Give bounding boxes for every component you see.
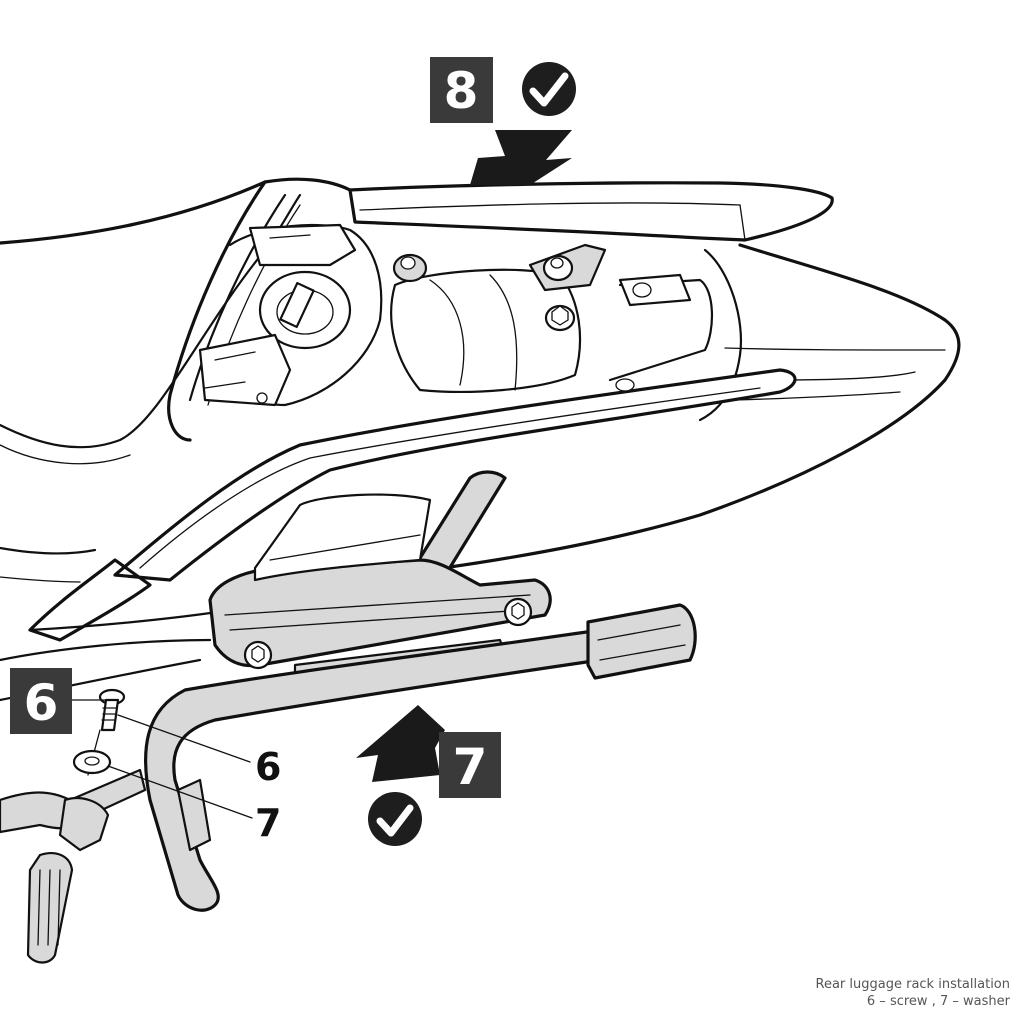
washer-part bbox=[72, 749, 112, 775]
diagram-caption: Rear luggage rack installation 6 – screw… bbox=[640, 976, 1011, 1010]
leader-line-washer bbox=[107, 765, 253, 819]
step-6-indicator: 6 bbox=[10, 668, 72, 734]
tail-cowl bbox=[348, 243, 961, 582]
check-icon bbox=[368, 792, 422, 846]
legend-screw-part: screw bbox=[889, 994, 928, 1009]
legend-washer-number: 7 bbox=[939, 994, 949, 1009]
bolt-center bbox=[544, 304, 576, 332]
leader-line-screw bbox=[117, 714, 251, 763]
legend-screw-number: 6 bbox=[866, 994, 876, 1009]
legend-gap: , bbox=[931, 994, 940, 1009]
step-7-label: 7 bbox=[453, 738, 488, 796]
arrow-up-icon bbox=[356, 705, 445, 782]
bolt-right bbox=[618, 273, 692, 307]
step-6-box bbox=[10, 668, 72, 734]
mount-bolts bbox=[392, 243, 692, 392]
bracket-center bbox=[528, 243, 607, 292]
step-8-label: 8 bbox=[444, 62, 479, 120]
footpeg-assembly bbox=[0, 768, 147, 964]
bolt-lower bbox=[615, 378, 635, 392]
check-icon bbox=[522, 62, 576, 116]
step-7-indicator: 7 bbox=[356, 705, 501, 846]
step-7-box bbox=[439, 732, 501, 798]
parts-legend: 6 – screw , 7 – washer bbox=[640, 993, 1010, 1010]
step-6-label: 6 bbox=[24, 674, 59, 732]
legend-separator: – bbox=[879, 994, 890, 1009]
diagram-subject: Rear luggage rack installation bbox=[815, 977, 1011, 992]
seat-lock-area bbox=[198, 223, 383, 407]
legend-washer-part: washer bbox=[963, 994, 1010, 1009]
bolt-left bbox=[392, 253, 428, 283]
grab-rail-upper bbox=[348, 181, 834, 242]
callout-washer: 7 bbox=[255, 801, 281, 845]
callout-screw: 6 bbox=[255, 745, 281, 789]
legend-separator: – bbox=[952, 994, 964, 1009]
step-8-indicator: 8 bbox=[430, 57, 576, 185]
rear-internals bbox=[390, 268, 714, 393]
pannier-frame-tube bbox=[144, 603, 697, 912]
arrow-down-icon bbox=[470, 130, 572, 185]
step-8-box bbox=[430, 57, 493, 123]
grab-rail-lower bbox=[113, 368, 797, 582]
